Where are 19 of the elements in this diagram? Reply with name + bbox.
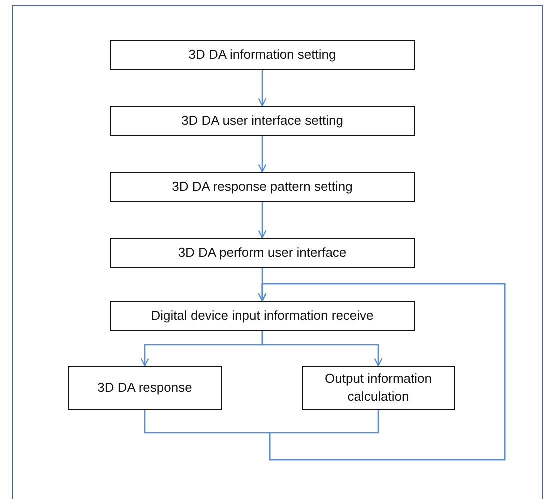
box-label: 3D DA information setting	[188, 46, 336, 64]
arrow	[258, 283, 506, 461]
arrow	[262, 331, 383, 367]
process-box	[110, 301, 415, 331]
process-box	[110, 172, 415, 202]
box-label: 3D DA perform user interface	[178, 244, 347, 262]
box-label: Output information calculation	[324, 370, 433, 406]
process-box	[302, 366, 455, 410]
arrow	[258, 70, 267, 107]
process-box	[110, 106, 415, 136]
box-label: Digital device input information receive	[151, 307, 374, 325]
arrow	[258, 136, 267, 173]
box-label: 3D DA response pattern setting	[172, 178, 353, 196]
box-label: 3D DA user interface setting	[182, 112, 344, 130]
box-label: 3D DA response	[98, 379, 192, 397]
arrow	[258, 202, 267, 239]
process-box	[110, 40, 415, 70]
process-box	[110, 238, 415, 268]
process-box	[68, 366, 222, 410]
